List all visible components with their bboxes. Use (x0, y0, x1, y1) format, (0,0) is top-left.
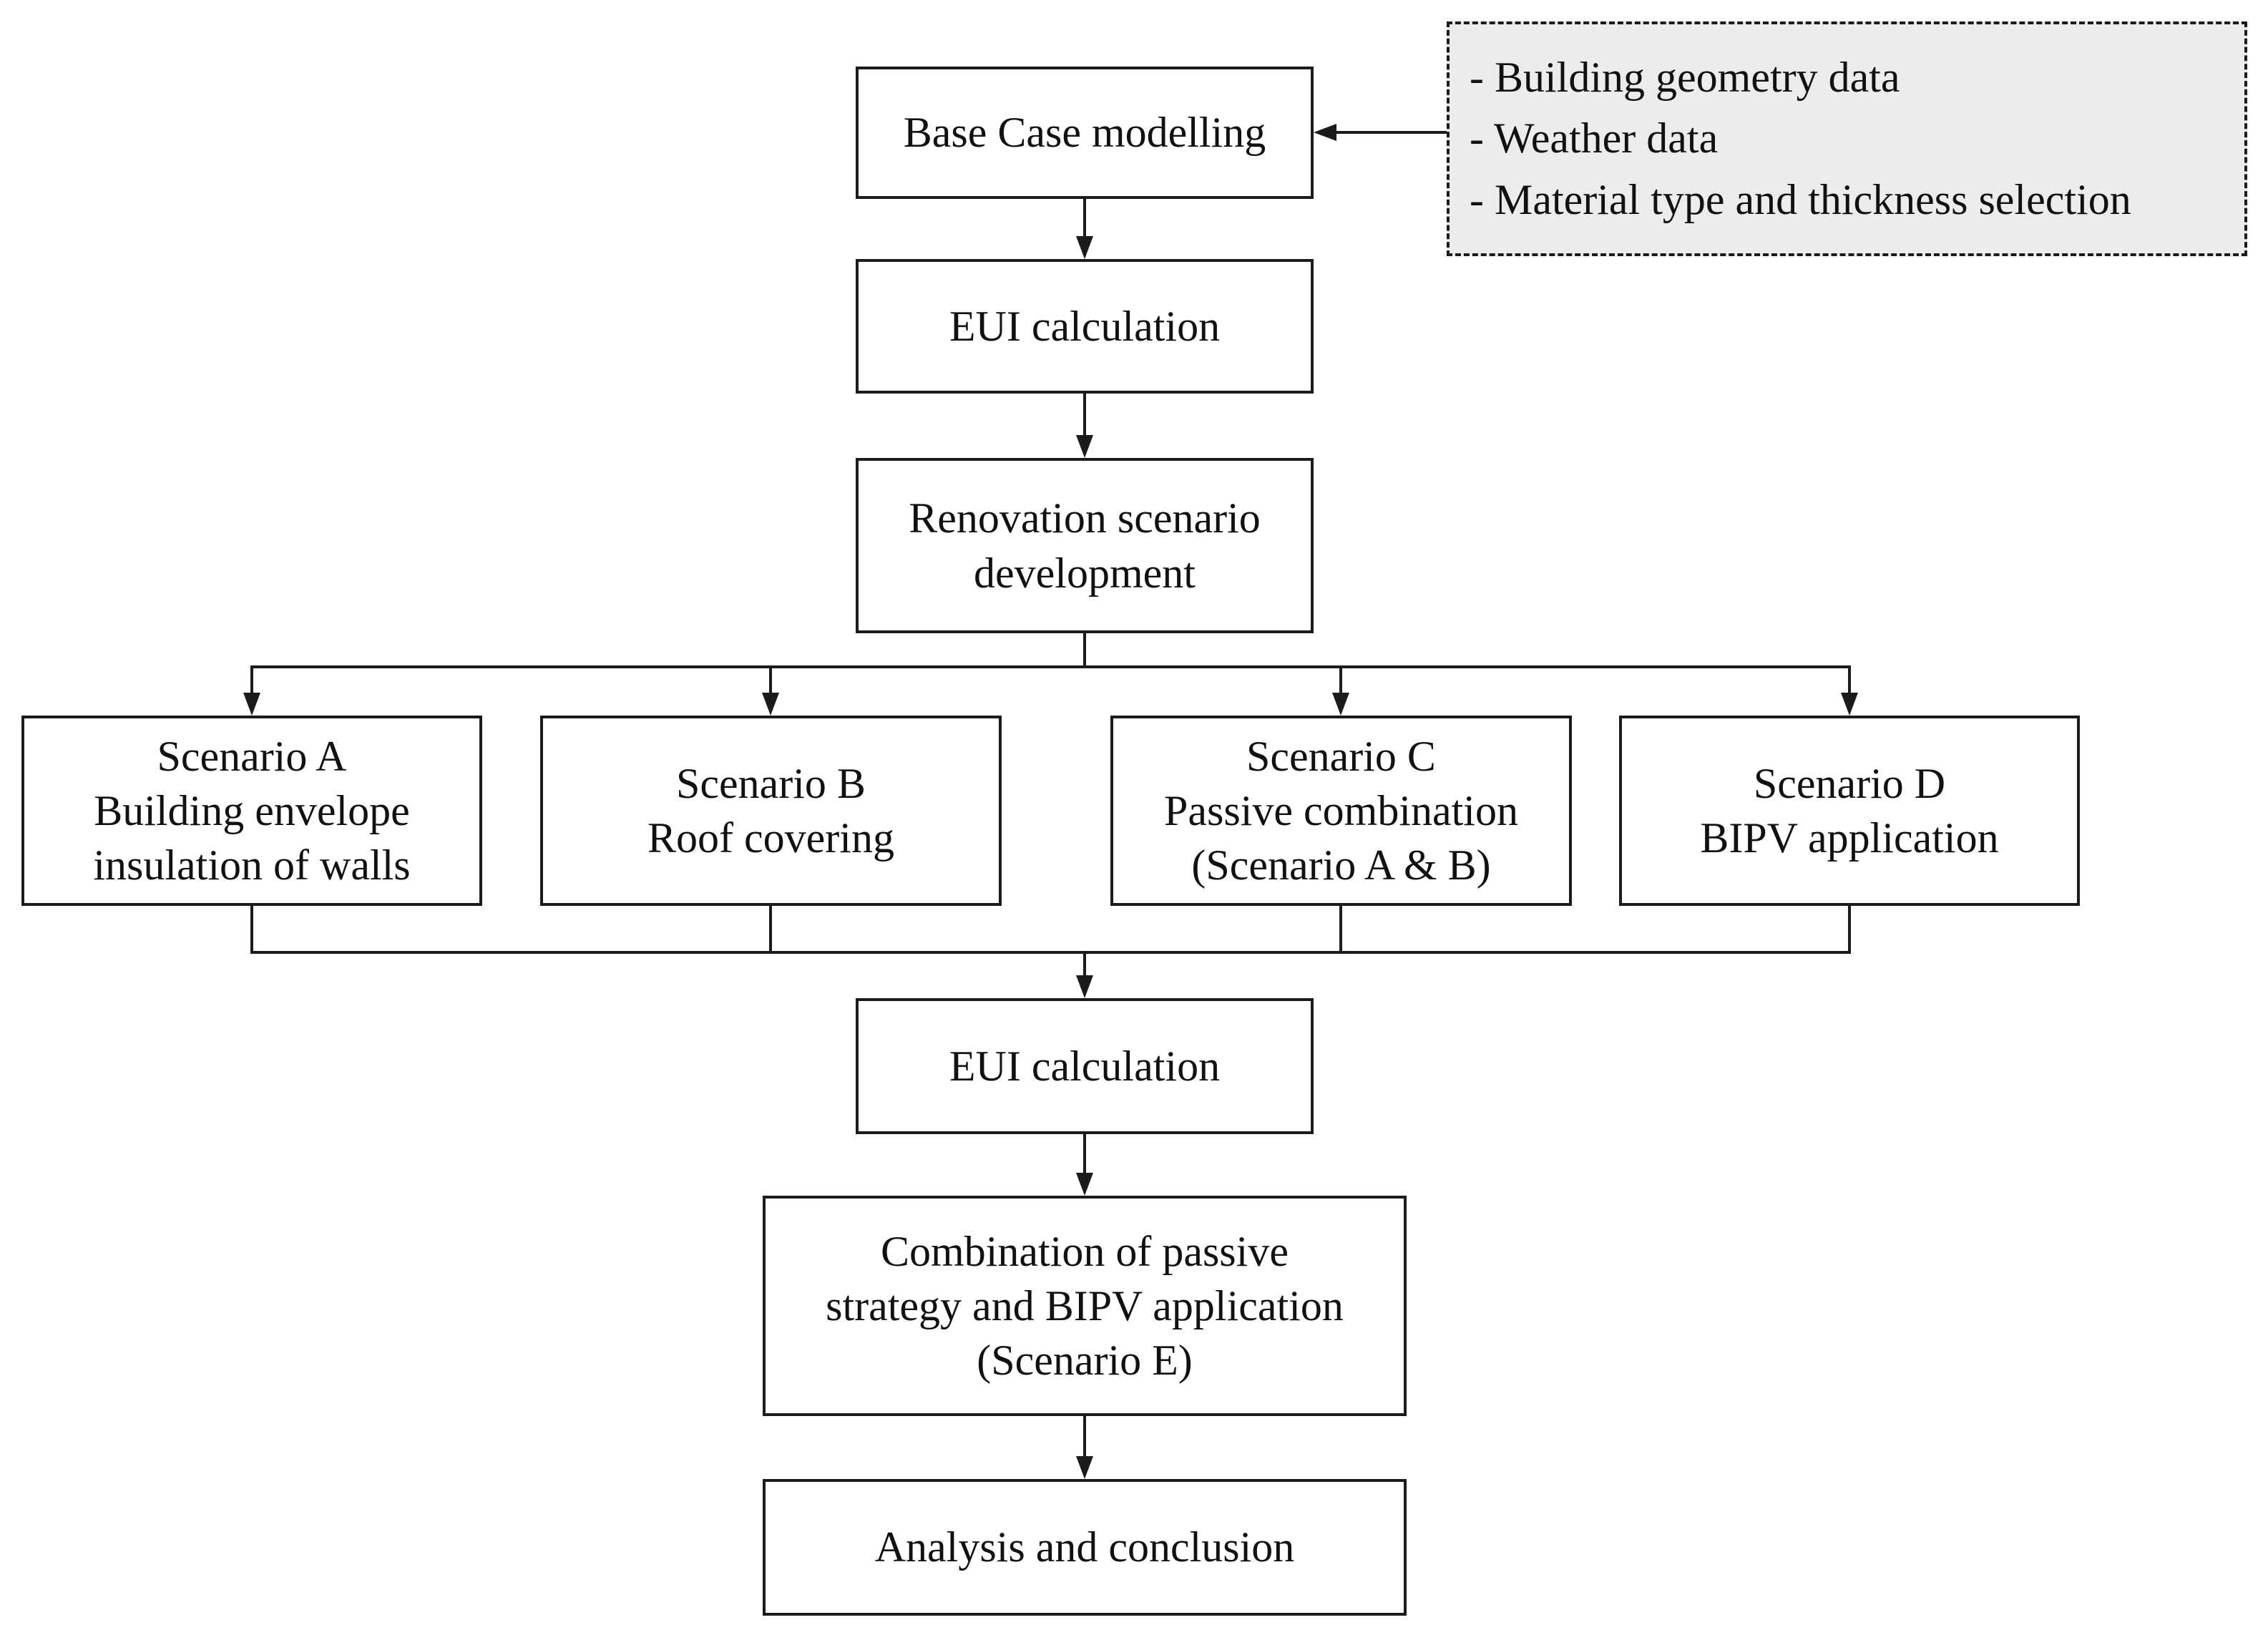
arrowhead-scenario-b (762, 693, 779, 716)
connector-renovation-stem (1083, 633, 1086, 668)
arrowhead-scenario-d (1841, 693, 1858, 716)
connector-merge-to-eui2 (1083, 952, 1086, 975)
connector-scenario-d-merge (1848, 906, 1851, 952)
node-base-case-modelling: Base Case modelling (856, 67, 1314, 199)
connector-branch-to-scenario-a (250, 668, 253, 694)
connector-scenario-c-merge (1339, 906, 1342, 952)
arrowhead-eui1-to-renovation (1076, 435, 1093, 458)
arrowhead-eui2-to-combination (1076, 1173, 1093, 1196)
arrowhead-combination-to-analysis (1076, 1456, 1093, 1479)
input-data-label: - Building geometry data - Weather data … (1470, 54, 2131, 223)
node-scenario-a: Scenario A Building envelope insulation … (21, 716, 482, 906)
node-combination-scenario-e: Combination of passive strategy and BIPV… (763, 1196, 1407, 1416)
node-eui1-label: EUI calculation (949, 302, 1221, 350)
arrowhead-base-to-eui1 (1076, 236, 1093, 259)
node-renovation-scenario-development: Renovation scenario development (856, 458, 1314, 633)
node-base-case-label: Base Case modelling (903, 109, 1266, 157)
arrowhead-scenario-a (243, 693, 260, 716)
node-renovation-label: Renovation scenario development (909, 494, 1261, 597)
node-scenario-c-label: Scenario C Passive combination (Scenario… (1164, 732, 1518, 889)
node-eui-calculation-2: EUI calculation (856, 998, 1314, 1134)
node-eui2-label: EUI calculation (949, 1042, 1221, 1090)
connector-inputs-to-base (1336, 131, 1447, 134)
node-scenario-b: Scenario B Roof covering (540, 716, 1002, 906)
connector-eui2-to-combination (1083, 1134, 1086, 1174)
connector-scenario-a-merge (250, 906, 253, 952)
arrowhead-inputs-to-base (1314, 124, 1336, 141)
connector-branch-line (250, 665, 1851, 668)
node-analysis-label: Analysis and conclusion (874, 1523, 1295, 1571)
node-combination-label: Combination of passive strategy and BIPV… (826, 1227, 1344, 1385)
connector-merge-line (250, 951, 1851, 954)
connector-branch-to-scenario-c (1339, 668, 1342, 694)
connector-base-to-eui1 (1083, 199, 1086, 238)
connector-branch-to-scenario-d (1848, 668, 1851, 694)
node-eui-calculation-1: EUI calculation (856, 259, 1314, 394)
node-scenario-a-label: Scenario A Building envelope insulation … (93, 732, 411, 889)
connector-eui1-to-renovation (1083, 394, 1086, 436)
node-analysis-and-conclusion: Analysis and conclusion (763, 1479, 1407, 1616)
arrowhead-merge-to-eui2 (1076, 975, 1093, 998)
connector-scenario-b-merge (769, 906, 772, 952)
connector-branch-to-scenario-b (769, 668, 772, 694)
node-scenario-b-label: Scenario B Roof covering (647, 759, 894, 862)
node-scenario-d: Scenario D BIPV application (1619, 716, 2080, 906)
node-scenario-c: Scenario C Passive combination (Scenario… (1110, 716, 1572, 906)
connector-combination-to-analysis (1083, 1416, 1086, 1458)
arrowhead-scenario-c (1332, 693, 1349, 716)
input-data-box: - Building geometry data - Weather data … (1447, 21, 2247, 256)
node-scenario-d-label: Scenario D BIPV application (1700, 759, 1999, 862)
